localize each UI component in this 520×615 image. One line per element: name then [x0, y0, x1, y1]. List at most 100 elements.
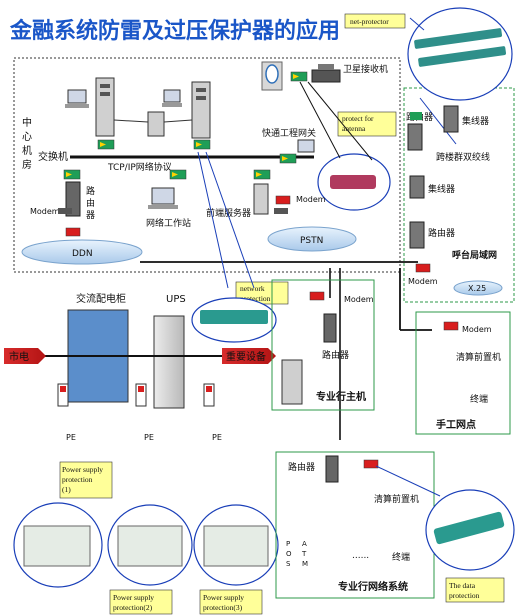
pe-label-3: PE [212, 433, 222, 442]
power-surge-protector [135, 383, 147, 407]
pos-char: O [286, 550, 292, 558]
terminal2-label: 终端 [392, 551, 410, 563]
modem-label-4: Modem [344, 295, 374, 304]
ups-label: UPS [166, 294, 186, 305]
satellite-receiver-icon [311, 64, 341, 83]
center-room-char: 中 [22, 116, 32, 129]
router-vertical-char: 器 [86, 210, 95, 221]
atm-char: A [302, 540, 307, 548]
power-supply-device [23, 525, 91, 567]
switch-label: 交换机 [38, 150, 68, 163]
city-power-arrow [4, 348, 46, 364]
antenna-protector-device [330, 175, 376, 189]
router-icon [407, 123, 423, 151]
data-protection-l2: protection [449, 591, 480, 600]
power-supply-2-box [109, 589, 173, 615]
ups-cabinet [153, 315, 185, 409]
pc-icon [65, 89, 89, 108]
pe-label-1: PE [66, 433, 76, 442]
power-surge-protector [203, 383, 215, 407]
express-gateway-label: 快通工程网关 [262, 127, 316, 139]
antenna-label-box [337, 111, 397, 137]
protector-red [415, 263, 431, 273]
hub-icon [409, 175, 425, 199]
antenna-label-2: antenna [342, 124, 366, 133]
protector-module [97, 139, 115, 150]
power-supply-3-box [199, 589, 263, 615]
important-equipment-label: 重要设备 [226, 350, 266, 363]
cross-building-label: 跨楼群双绞线 [436, 151, 490, 163]
bank-host-zone [271, 279, 375, 411]
antenna-label: protect for [342, 114, 374, 123]
protector-red [363, 459, 379, 469]
callout-line [299, 81, 341, 159]
hub-icon [443, 105, 459, 133]
ac-cabinet-label: 交流配电柜 [76, 292, 126, 305]
modem-icon [274, 208, 288, 214]
city-power-label: 市电 [9, 350, 29, 363]
ddn-cloud [21, 239, 143, 265]
callout-line [197, 151, 229, 289]
equipment-arrow [222, 348, 276, 364]
link-line [113, 119, 149, 123]
net-protector-label: net-protector [350, 17, 389, 26]
protector-red [309, 291, 325, 301]
modem-label-2: Modem [296, 195, 326, 204]
protector-module [279, 153, 297, 164]
pe-label-2: PE [144, 433, 154, 442]
network-protection-label-2: protection [240, 294, 271, 303]
net-protector-device-1 [414, 28, 507, 67]
callout-line [409, 17, 425, 31]
tcpip-label: TCP/IP网络协议 [107, 161, 172, 173]
protector-module [193, 139, 211, 150]
power-supply-device [203, 525, 269, 567]
network-protection-device [200, 310, 268, 324]
callout-line [307, 81, 373, 161]
router-icon [409, 221, 425, 249]
atm-char: M [302, 560, 308, 568]
protector-red [275, 195, 291, 205]
link-line [163, 119, 193, 123]
net-protector-label-box [344, 13, 406, 29]
x25-cloud [453, 280, 503, 296]
power-supply-1-box [59, 461, 113, 499]
center-room-char: 心 [22, 131, 32, 143]
bank-host-label: 专业行主机 [316, 390, 366, 403]
callout-line [419, 97, 457, 145]
page-title: 金融系统防雷及过压保护器的应用 [9, 18, 340, 44]
power-supply-2-l2: protection(2) [113, 603, 153, 612]
pc-icon [162, 89, 182, 107]
center-room-char: 机 [22, 144, 32, 157]
terminal-label: 终端 [470, 393, 488, 405]
bank-network-zone [275, 451, 435, 599]
callout-line [205, 151, 255, 289]
pos-char: S [286, 560, 291, 568]
satellite-dish-icon [261, 61, 283, 91]
ddn-label: DDN [72, 249, 93, 259]
network-workstation-label: 网络工作站 [146, 217, 191, 229]
workstation-icon [148, 187, 178, 209]
router-icon [65, 181, 81, 217]
protector-module [410, 112, 422, 120]
power-supply-3-l1: Power supply [203, 593, 244, 602]
server-icon [281, 359, 303, 405]
modem-label: Modem [30, 207, 60, 216]
router2-label: 路由器 [428, 227, 455, 239]
call-lan-label: 呼台局域网 [452, 249, 497, 261]
power-surge-protector [57, 383, 69, 407]
data-protection-label-box [445, 577, 505, 603]
data-protection-device [433, 511, 505, 545]
data-protection-l1: The data [449, 581, 476, 590]
router-icon [323, 313, 337, 343]
front-server-label: 前端服务器 [206, 207, 251, 219]
router-icon [325, 455, 339, 483]
pstn-label: PSTN [300, 236, 323, 246]
server-icon [253, 183, 269, 215]
power-supply-device [117, 525, 183, 567]
server-icon [95, 77, 115, 137]
satellite-receiver-label: 卫星接收机 [343, 63, 388, 75]
power-supply-1-l2: protection [62, 475, 93, 484]
x25-label: X.25 [468, 284, 486, 293]
